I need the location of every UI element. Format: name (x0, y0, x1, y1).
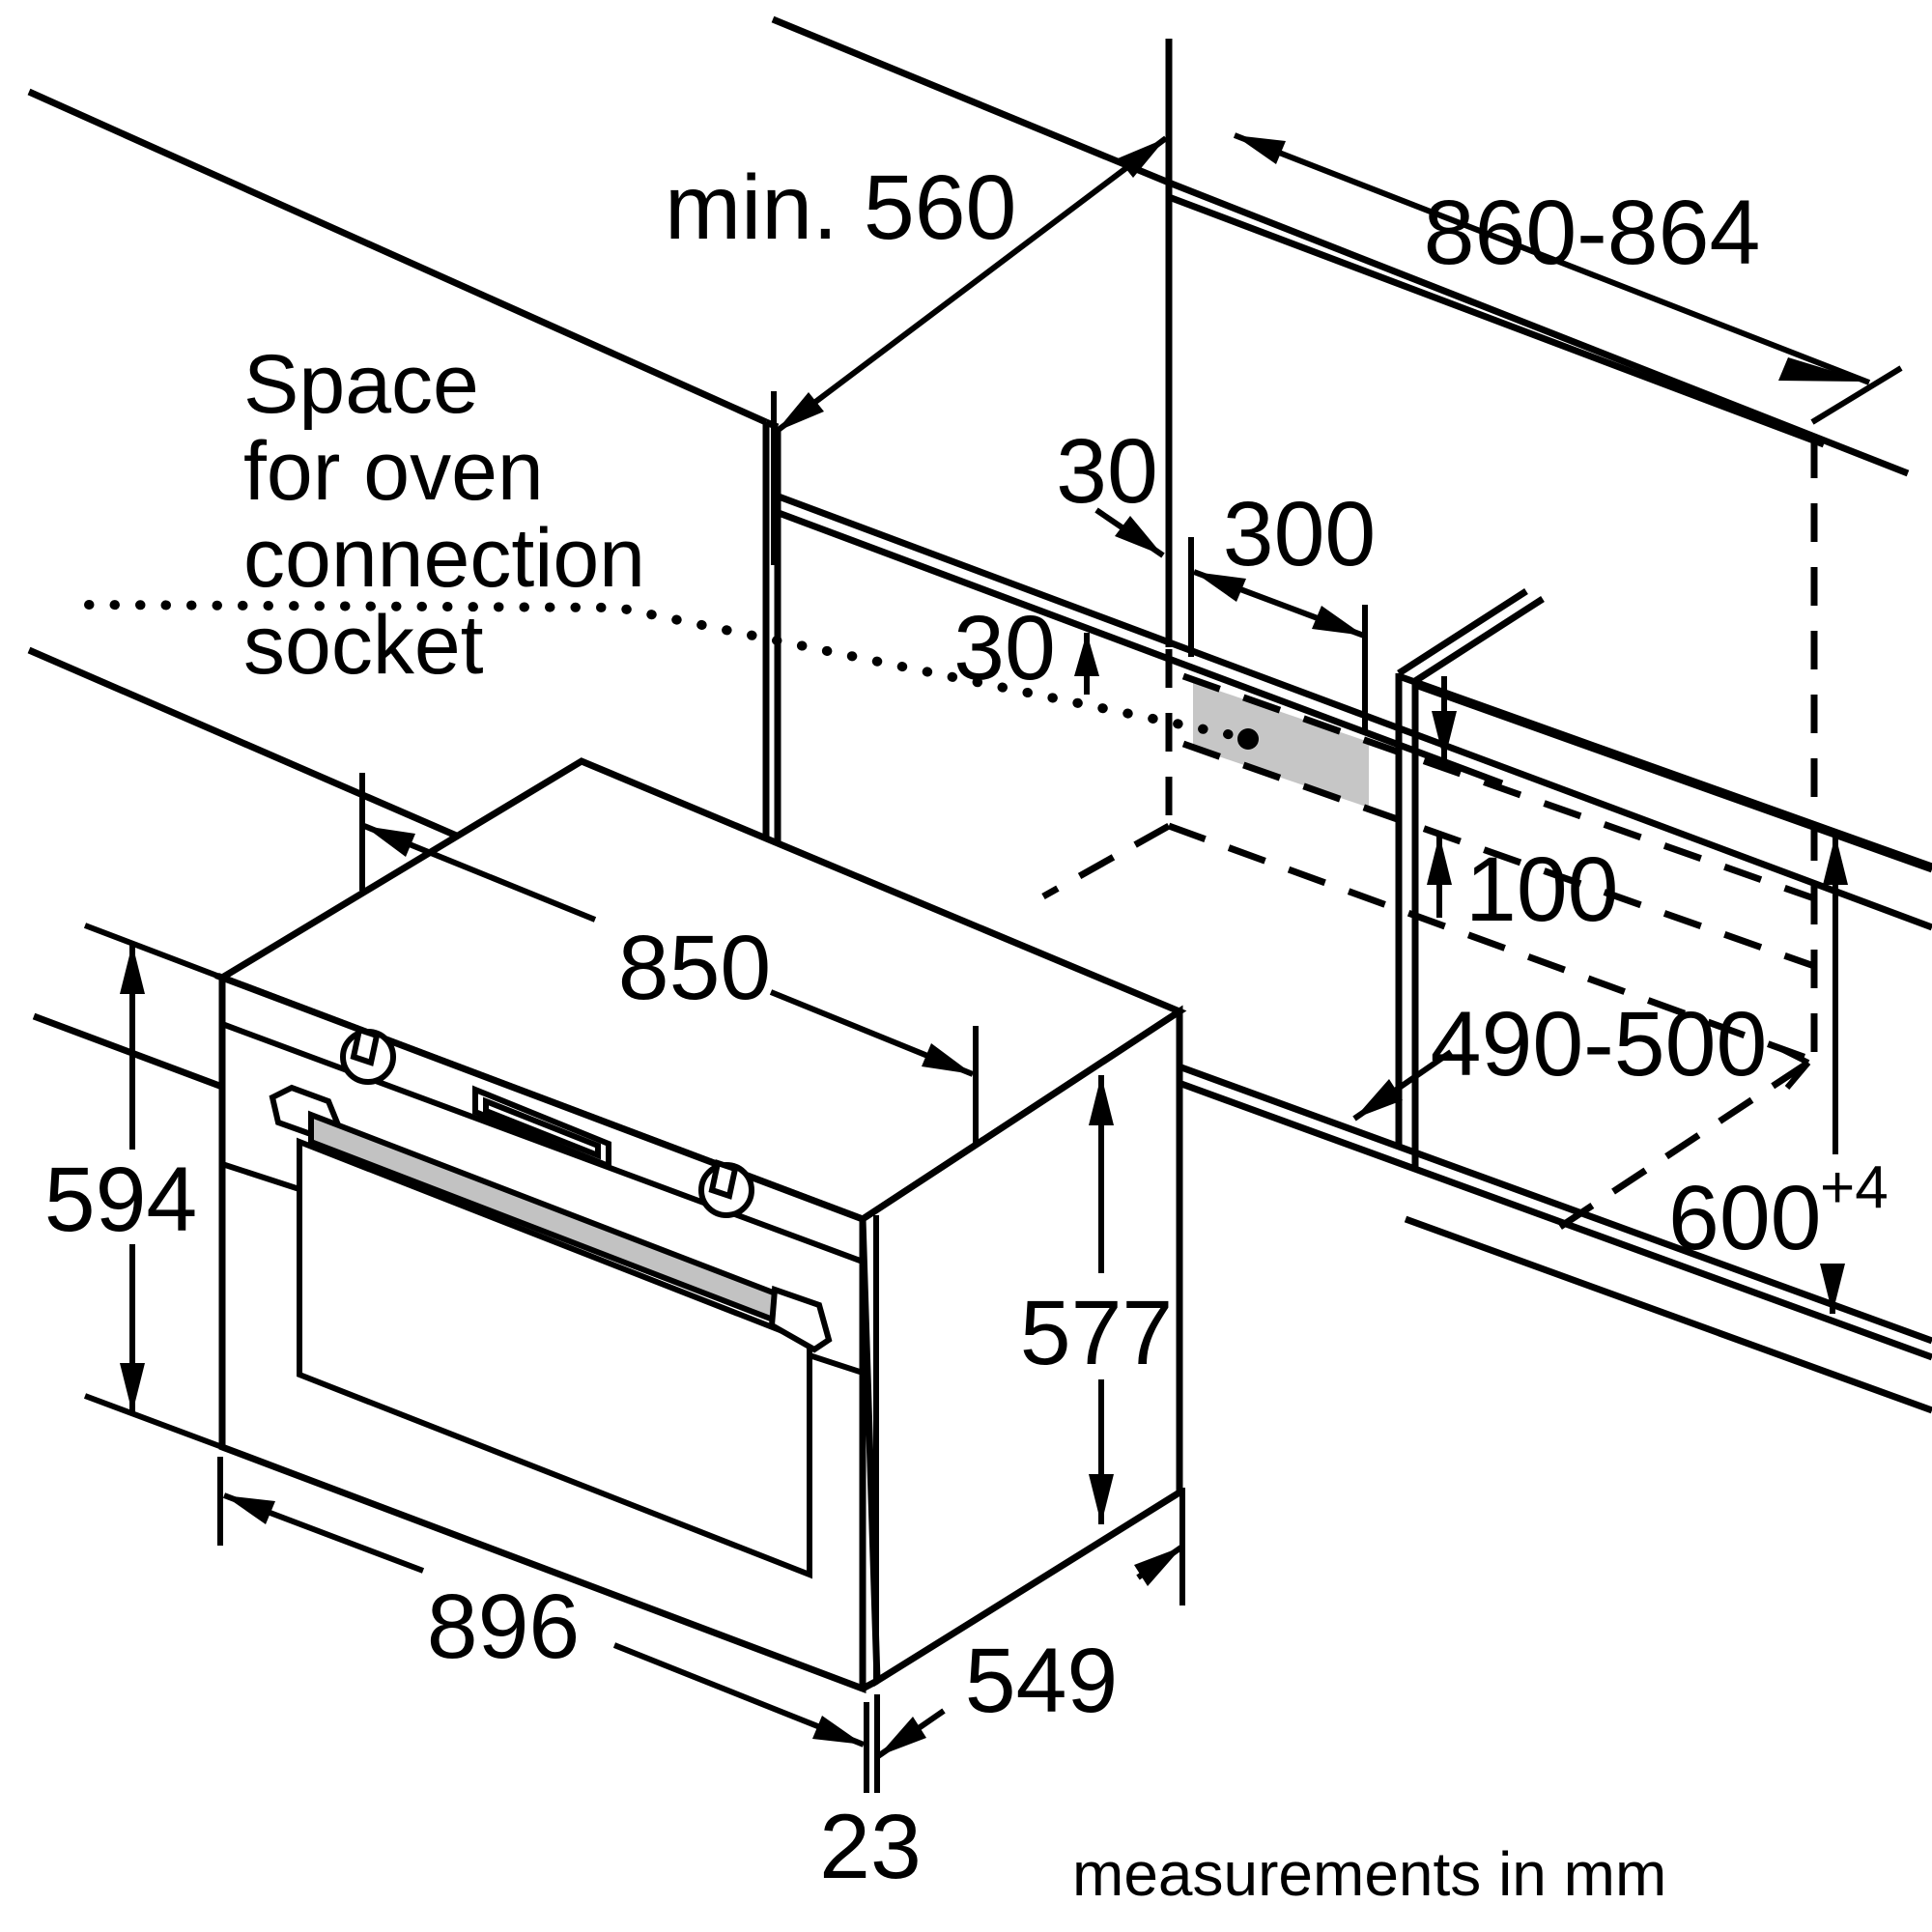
dim-label-23: 23 (819, 1796, 922, 1898)
oven-knob-left (340, 1026, 396, 1085)
socket-area-fill (1193, 682, 1369, 808)
oven-door-window (297, 1137, 812, 1579)
annotation-line-4: socket (243, 599, 484, 692)
oven-knob-right (698, 1159, 754, 1218)
cabinet-top-left-depth-edges (1397, 588, 1545, 684)
annotation-line-2: for oven (243, 425, 544, 518)
dim-label-549: 549 (965, 1630, 1119, 1732)
niche-top-edge-upper (1167, 179, 1910, 477)
oven-door-top-edge (220, 1021, 865, 1264)
oven-handle (269, 1084, 833, 1353)
cabinet-plinth-edge (1404, 1215, 1932, 1414)
dotted-leader-line (84, 600, 1251, 743)
dim-label-30-top: 30 (1056, 420, 1158, 523)
labels: Space for oven connection socket min. 56… (44, 156, 1889, 1909)
knob-pointer-icon (350, 1026, 381, 1066)
dim-label-896: 896 (427, 1576, 581, 1678)
knob-pointer-icon (708, 1159, 739, 1200)
dim-860-line (1233, 132, 1871, 385)
dim-594-extensions (83, 923, 224, 1450)
socket-point-dot (1237, 728, 1259, 750)
cabinet-bottom-front-edge (1179, 1064, 1932, 1361)
hidden-edges (1041, 440, 1818, 1230)
dim-label-300: 300 (1223, 483, 1377, 585)
worktop-front-bottom-edge (777, 509, 1504, 787)
dim-label-30-side: 30 (953, 597, 1056, 699)
dim-860-tick (1810, 365, 1903, 425)
dim-850-ticks (359, 773, 979, 1145)
socket-leader (84, 600, 1259, 750)
dim-label-577: 577 (1020, 1282, 1174, 1384)
dim-600-line (1830, 835, 1838, 1314)
worktop-depth-open-arrowhead (1779, 1046, 1811, 1090)
left-worktop-edge (27, 646, 463, 841)
niche-structure (27, 15, 1932, 1091)
cabinet-top-front-edge (1397, 672, 1932, 873)
handle-right-cap (768, 1285, 833, 1353)
oven-door-bottom-step (861, 1677, 879, 1692)
worktop-depth-leader-hidden (1558, 1060, 1810, 1230)
dim-label-100: 100 (1465, 838, 1619, 941)
dim-23-ticks (864, 1694, 880, 1793)
dim-300-ticks (1188, 537, 1368, 731)
niche-floor-front-hidden (1167, 822, 1816, 1065)
dim-label-490-500: 490-500 (1431, 993, 1768, 1095)
niche-floor-left-hidden (1041, 822, 1171, 900)
dim-label-594: 594 (44, 1149, 198, 1251)
dim-label-860-864: 860-864 (1424, 182, 1761, 284)
dim-label-600-tolerance: +4 (1820, 1154, 1889, 1221)
socket-space (1193, 682, 1369, 808)
worktop-front-top-edge (777, 493, 1932, 931)
left-panel-top-edge (27, 88, 768, 426)
wall-ceiling-edge (771, 15, 1171, 186)
annotation-line-3: connection (243, 512, 645, 605)
dim-label-850: 850 (618, 917, 772, 1019)
dim-min560-line (774, 135, 1168, 435)
units-note: measurements in mm (1072, 1839, 1666, 1909)
oven-display-inner (483, 1096, 601, 1160)
niche-top-edge-lower (1167, 193, 1826, 448)
socket-level-bottom-hidden (1181, 740, 1816, 970)
socket-level-top-hidden (1181, 672, 1816, 902)
annotation-line-1: Space (243, 338, 479, 431)
dim-label-600: 600 (1668, 1167, 1822, 1269)
left-floor-edge (32, 1012, 224, 1091)
dim-label-min560: min. 560 (665, 156, 1016, 259)
